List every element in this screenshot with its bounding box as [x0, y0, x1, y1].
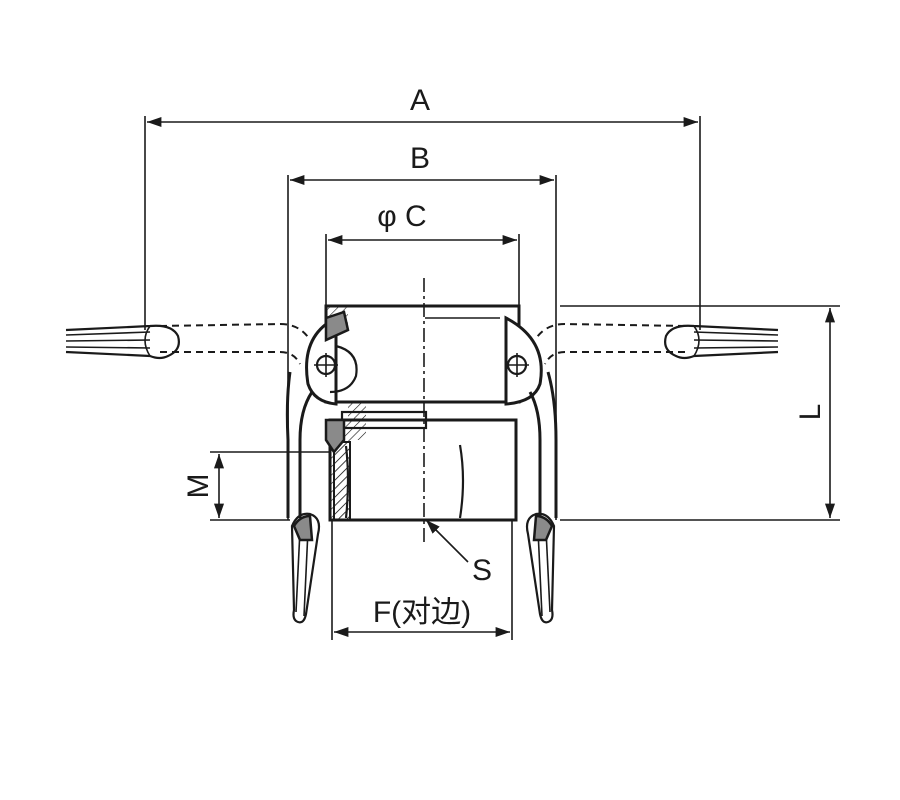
left-lever-handle — [290, 512, 321, 624]
left-cam-arm — [65, 322, 311, 365]
label-b: B — [410, 142, 430, 175]
label-c: φ C — [377, 200, 426, 233]
dimension-s: S — [425, 519, 492, 587]
right-cam-arm — [534, 322, 779, 365]
label-m: M — [182, 474, 215, 499]
right-lever-handle — [525, 512, 556, 624]
label-l: L — [794, 404, 827, 421]
dimension-f: F(对边) — [331, 520, 513, 640]
coupler-body — [285, 304, 558, 522]
dimension-m: M — [182, 451, 330, 521]
label-a: A — [410, 84, 430, 117]
label-f: F(对边) — [373, 596, 471, 629]
dimension-l: L — [560, 305, 840, 521]
dimension-c: φ C — [325, 200, 520, 306]
label-s: S — [472, 554, 492, 587]
dimension-a: A — [144, 84, 701, 330]
